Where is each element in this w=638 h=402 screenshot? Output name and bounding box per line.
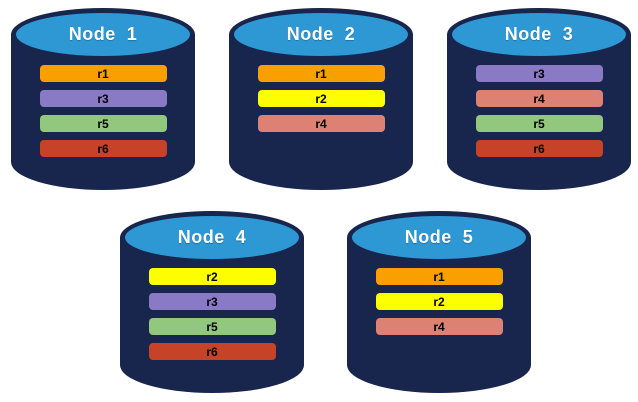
replica-bar-r3: r3 — [148, 293, 276, 310]
node-3: Node 3 r3 r4 r5 r6 — [447, 8, 631, 190]
cylinder-top: Node 4 — [120, 211, 304, 264]
replica-bar-r4: r4 — [257, 115, 385, 132]
node-title: Node 5 — [404, 227, 474, 247]
cylinder-top: Node 3 — [447, 8, 631, 61]
replica-bar-r5: r5 — [39, 115, 167, 132]
node-1: Node 1 r1 r3 r5 r6 — [11, 8, 195, 190]
replica-bar-r4: r4 — [375, 318, 503, 335]
node-title: Node 3 — [504, 24, 574, 44]
replica-bar-r4: r4 — [475, 90, 603, 107]
replica-bar-r1: r1 — [375, 268, 503, 285]
replica-bar-r2: r2 — [257, 90, 385, 107]
node-title: Node 1 — [68, 24, 138, 44]
replica-bar-r3: r3 — [39, 90, 167, 107]
replica-bar-r2: r2 — [375, 293, 503, 310]
replica-list: r1 r2 r4 — [347, 268, 531, 335]
replica-bar-r2: r2 — [148, 268, 276, 285]
replica-list: r1 r2 r4 — [229, 65, 413, 132]
node-title: Node 2 — [286, 24, 356, 44]
replica-list: r1 r3 r5 r6 — [11, 65, 195, 157]
node-2: Node 2 r1 r2 r4 — [229, 8, 413, 190]
replica-bar-r3: r3 — [475, 65, 603, 82]
cylinder-top: Node 2 — [229, 8, 413, 61]
node-4: Node 4 r2 r3 r5 r6 — [120, 211, 304, 393]
cylinder-top: Node 1 — [11, 8, 195, 61]
node-5: Node 5 r1 r2 r4 — [347, 211, 531, 393]
replica-bar-r6: r6 — [475, 140, 603, 157]
replica-bar-r5: r5 — [148, 318, 276, 335]
replica-bar-r6: r6 — [148, 343, 276, 360]
node-title: Node 4 — [177, 227, 247, 247]
cylinder-top: Node 5 — [347, 211, 531, 264]
replica-bar-r5: r5 — [475, 115, 603, 132]
replica-bar-r1: r1 — [39, 65, 167, 82]
replica-list: r3 r4 r5 r6 — [447, 65, 631, 157]
replica-bar-r1: r1 — [257, 65, 385, 82]
replica-bar-r6: r6 — [39, 140, 167, 157]
replica-list: r2 r3 r5 r6 — [120, 268, 304, 360]
